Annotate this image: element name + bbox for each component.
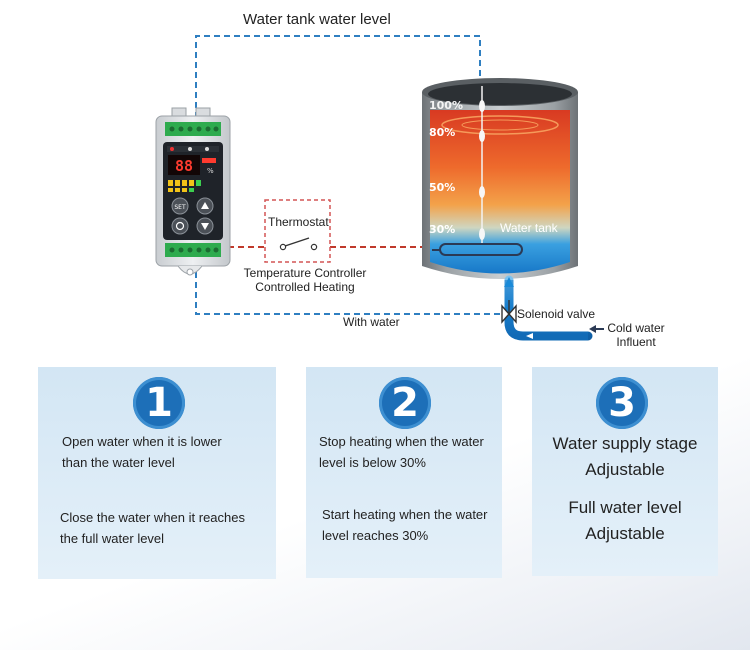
device-display: 88 [175, 157, 193, 175]
solenoid-valve [501, 300, 517, 324]
level-30: 30% [429, 223, 455, 236]
svg-text:SET: SET [174, 204, 186, 211]
card-2-text-1-line2: level is below 30% [319, 455, 426, 470]
cold-water-caption: Cold water Influent [600, 321, 672, 349]
power-key [171, 217, 189, 235]
controller-caption: Temperature Controller Controlled Heatin… [232, 266, 378, 294]
card-3-text-2-line1: Full water level [568, 498, 682, 517]
card-2-text-1: Stop heating when the water level is bel… [319, 431, 502, 473]
controller-caption-line2: Controlled Heating [255, 280, 355, 294]
set-key [171, 197, 189, 215]
feature-card-1: 1 Open water when it is lower than the w… [38, 367, 276, 579]
card-1-text-2: Close the water when it reaches the full… [60, 507, 274, 549]
card-3-text-2: Full water level Adjustable [532, 495, 718, 547]
card-1-text-2-line2: the full water level [60, 531, 165, 546]
water-tank-label: Water tank [500, 221, 558, 235]
card-2-text-2-line1: Start heating when the water [322, 507, 488, 522]
cold-water-line2: Influent [616, 335, 656, 349]
thermostat-box [264, 199, 331, 263]
card-3-text-1: Water supply stage Adjustable [532, 431, 718, 483]
valve-control-wire [195, 272, 500, 315]
controller-caption-line1: Temperature Controller [243, 266, 367, 280]
svg-text:%: % [207, 167, 214, 175]
number-badge-3: 3 [596, 377, 648, 429]
level-80: 80% [429, 126, 455, 139]
card-1-text-1-line1: Open water when it is lower [62, 434, 222, 449]
diagram-title: Water tank water level [243, 11, 391, 28]
level-sensor-wire [195, 35, 481, 118]
wiring-diagram: 88 % SET [155, 35, 604, 341]
card-2-text-2: Start heating when the water level reach… [322, 504, 502, 546]
solenoid-valve-label: Solenoid valve [517, 307, 596, 321]
card-1-text-1-line2: than the water level [62, 455, 175, 470]
card-3-text-1-line2: Adjustable [585, 460, 665, 479]
number-badge-1: 1 [133, 377, 185, 429]
card-2-text-2-line2: level reaches 30% [322, 528, 429, 543]
feature-card-3: 3 Water supply stage Adjustable Full wat… [532, 367, 718, 576]
feature-card-2: 2 Stop heating when the water level is b… [306, 367, 502, 578]
card-3-text-2-line2: Adjustable [585, 524, 665, 543]
level-100: 100% [429, 99, 463, 112]
card-1-text-2-line1: Close the water when it reaches [60, 510, 245, 525]
controller-device: 88 % SET [155, 107, 231, 276]
water-tank: 100% 80% 50% 30% [422, 78, 578, 279]
level-50: 50% [429, 181, 455, 194]
cold-water-line1: Cold water [607, 321, 665, 335]
number-badge-2: 2 [379, 377, 431, 429]
card-2-text-1-line1: Stop heating when the water [319, 434, 484, 449]
card-3-text-1-line1: Water supply stage [552, 434, 698, 453]
thermostat-label: Thermostat [268, 215, 329, 229]
card-1-text-1: Open water when it is lower than the wat… [62, 431, 272, 473]
with-water-label: With water [343, 315, 400, 329]
